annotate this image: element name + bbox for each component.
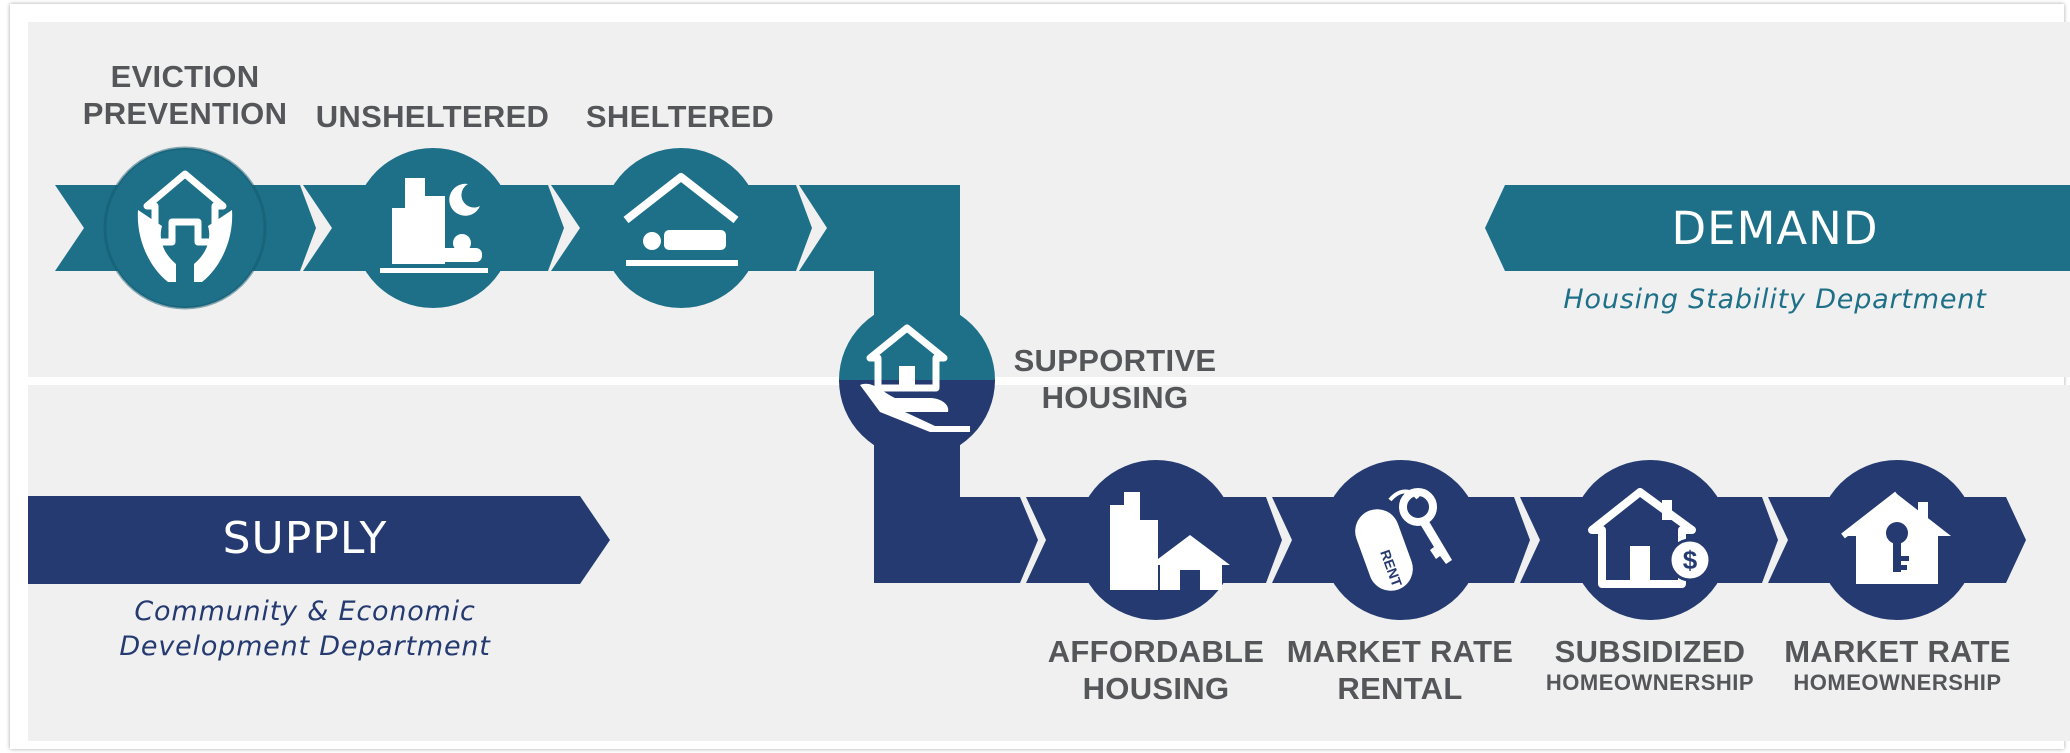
city-night-sleeping-person-icon — [380, 178, 488, 273]
house-dollar-icon: $ — [1588, 488, 1712, 588]
subsidized-homeownership-label: SUBSIDIZED HOMEOWNERSHIP — [1545, 634, 1755, 696]
svg-text:$: $ — [1683, 545, 1698, 575]
house-key-icon — [1841, 491, 1951, 584]
demand-title: DEMAND — [1671, 202, 1879, 255]
supportive-housing-label: SUPPORTIVE HOUSING — [1013, 343, 1217, 416]
affordable-housing-step — [1076, 460, 1236, 620]
house-in-hands-icon — [137, 170, 233, 282]
market-rate-homeownership-label: MARKET RATE HOMEOWNERSHIP — [1784, 634, 2011, 696]
supply-title: SUPPLY — [222, 513, 388, 564]
supportive-housing-step — [839, 302, 995, 458]
house-on-hand-icon — [860, 324, 970, 432]
supply-banner — [28, 496, 610, 584]
rent-tag-key-icon: RENT — [1355, 488, 1452, 591]
eviction-prevention-step — [103, 146, 267, 310]
buildings-house-icon — [1110, 492, 1230, 590]
supply-department: Community & Economic Development Departm… — [119, 596, 491, 662]
sheltered-step — [601, 148, 761, 308]
demand-banner — [1485, 185, 2070, 271]
demand-department: Housing Stability Department — [1563, 284, 1987, 315]
eviction-prevention-label: EVICTION PREVENTION — [82, 59, 288, 132]
subsidized-homeownership-step: $ — [1570, 460, 1730, 620]
unsheltered-step — [353, 148, 513, 308]
sheltered-label: SHELTERED — [585, 99, 775, 134]
market-rate-rental-label: MARKET RATE RENTAL — [1286, 634, 1514, 707]
market-rate-homeownership-step — [1817, 460, 1977, 620]
affordable-housing-label: AFFORDABLE HOUSING — [1047, 634, 1265, 707]
roof-sleeping-person-icon — [623, 173, 739, 266]
unsheltered-label: UNSHELTERED — [315, 99, 550, 134]
market-rate-rental-step: RENT — [1321, 460, 1481, 620]
